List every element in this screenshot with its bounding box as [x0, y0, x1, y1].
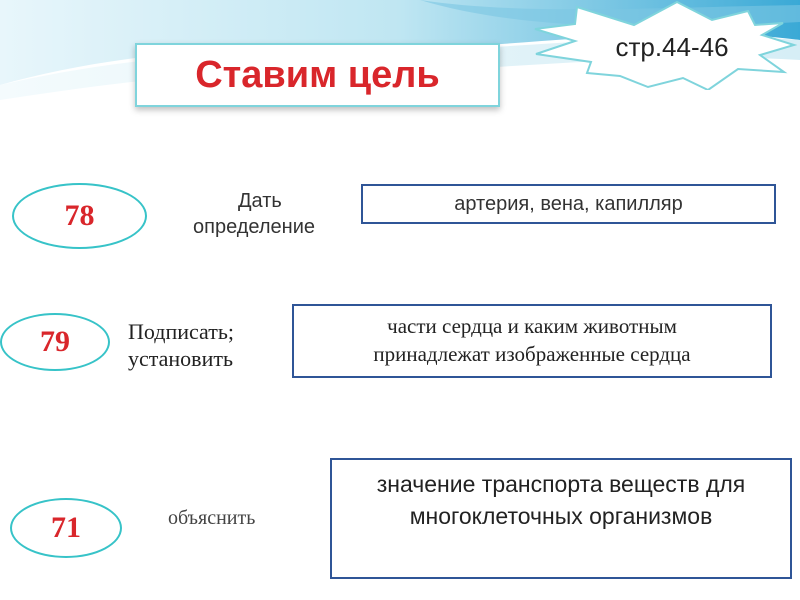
page-title: Ставим цель [195, 53, 440, 96]
task-number: 71 [51, 511, 81, 544]
task-verb: Дать определение [193, 188, 315, 240]
verb-line: установить [128, 346, 233, 371]
task-content-box: артерия, вена, капилляр [361, 184, 776, 224]
task-content: части сердца и каким животным [387, 314, 677, 338]
verb-line: Подписать; [128, 319, 234, 344]
verb-line: объяснить [168, 507, 256, 529]
task-content: артерия, вена, капилляр [454, 193, 683, 215]
verb-line: определение [193, 216, 316, 238]
title-box: Ставим цель [135, 43, 500, 107]
task-content-box: части сердца и каким животным принадлежа… [292, 304, 772, 378]
task-number: 78 [64, 199, 95, 232]
verb-line: Дать [238, 190, 282, 212]
task-content: принадлежат изображенные сердца [373, 342, 691, 366]
page-ref-star [534, 0, 798, 90]
task-content: многоклеточных организмов [409, 503, 713, 529]
task-content-box: значение транспорта веществ для многокле… [330, 458, 792, 579]
task-number-oval: 79 [0, 313, 110, 371]
page-reference: стр.44-46 [615, 32, 729, 62]
task-number-oval: 71 [10, 498, 122, 558]
task-number-oval: 78 [12, 183, 147, 249]
task-content: значение транспорта веществ для [376, 471, 746, 497]
task-verb: объяснить [168, 505, 255, 532]
task-verb: Подписать; установить [128, 318, 234, 372]
task-number: 79 [40, 325, 70, 358]
